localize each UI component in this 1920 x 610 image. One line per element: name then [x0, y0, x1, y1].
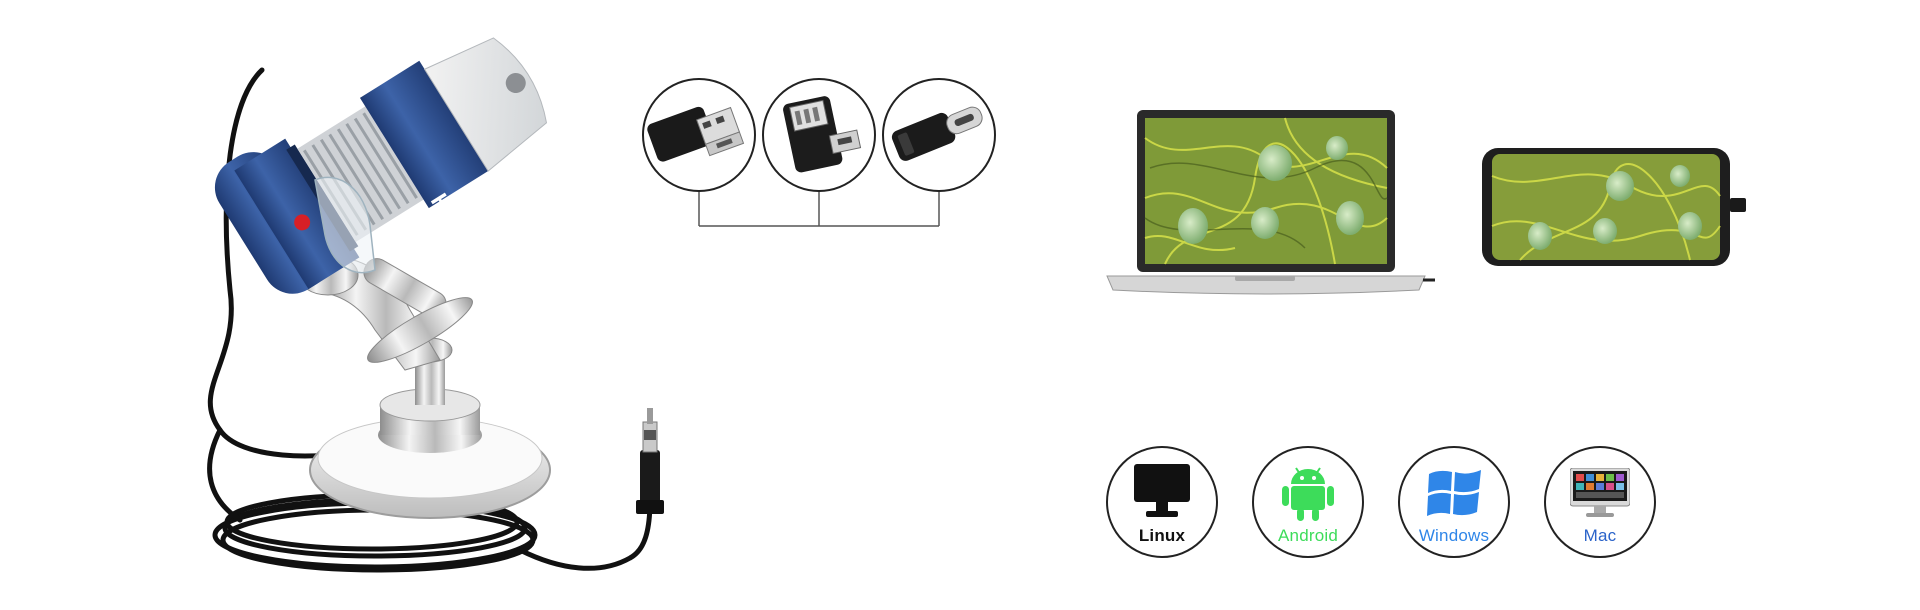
connector-micro-usb-otg	[762, 78, 876, 192]
connector-usb-a-micro	[642, 78, 756, 192]
mac-display-icon	[1570, 468, 1630, 518]
smartphone-device	[1480, 146, 1750, 271]
os-label-mac: Mac	[1583, 526, 1617, 545]
windows-icon	[1425, 466, 1483, 520]
os-label-windows: Windows	[1418, 526, 1490, 545]
os-badge-android: Android	[1252, 446, 1364, 558]
os-label-linux: Linux	[1138, 526, 1186, 545]
os-badge-windows: Windows	[1398, 446, 1510, 558]
os-label-android: Android	[1278, 526, 1338, 545]
monitor-icon	[1134, 464, 1190, 518]
android-icon	[1281, 464, 1335, 522]
laptop-device	[1105, 108, 1435, 298]
os-badge-mac: Mac	[1544, 446, 1656, 558]
connector-bracket	[698, 192, 946, 228]
connector-usb-c	[882, 78, 996, 192]
microscope-illustration: HD	[200, 30, 820, 590]
os-badge-linux: Linux	[1106, 446, 1218, 558]
